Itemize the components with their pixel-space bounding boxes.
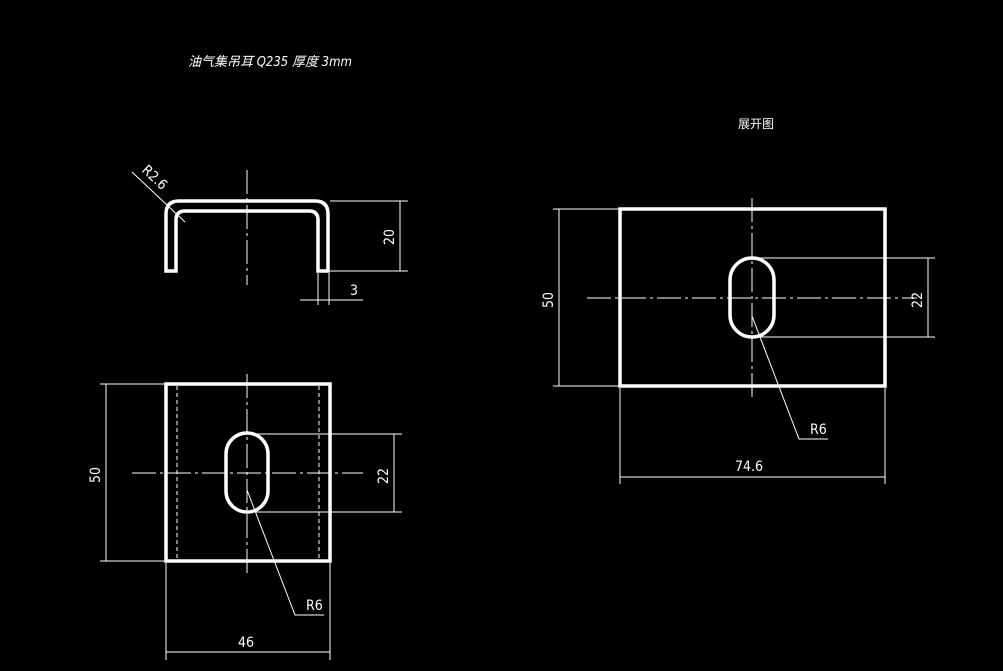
side-view: R2.6 20 3: [131, 162, 408, 305]
drawing-title: 油气集吊耳 Q235 厚度 3mm: [188, 55, 352, 70]
slot-dim-label: 22: [910, 292, 926, 308]
height-dim-label: 50: [88, 467, 104, 483]
bend-radius-label: R2.6: [138, 162, 170, 193]
slot-radius-leader: [246, 489, 324, 616]
width-dim-label: 74.6: [735, 459, 763, 475]
u-channel-profile: [164, 199, 330, 273]
height-dim-label: 20: [382, 229, 398, 245]
flat-view: 50 22 R6 74.6: [541, 198, 935, 484]
flat-pattern-label: 展开图: [738, 117, 774, 131]
height-dim-label: 50: [541, 292, 557, 308]
thickness-dim-label: 3: [350, 283, 358, 299]
slot-radius-label: R6: [306, 598, 323, 614]
top-view: 50 22 R6 46: [88, 374, 402, 660]
slot-radius-leader: [751, 315, 828, 440]
bend-radius-leader: [131, 171, 186, 223]
slot-dim-label: 22: [376, 468, 392, 484]
slot-radius-label: R6: [810, 422, 827, 438]
width-dim-label: 46: [238, 635, 254, 651]
